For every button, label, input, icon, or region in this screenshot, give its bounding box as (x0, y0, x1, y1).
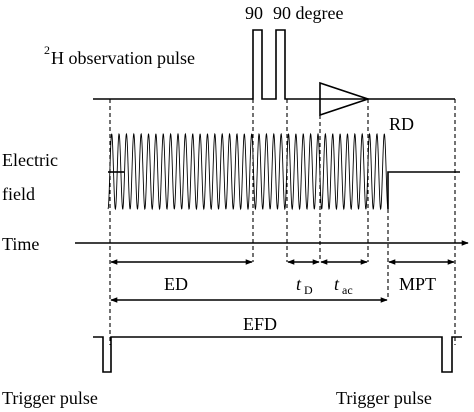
electric-field-label-line2: field (2, 184, 35, 204)
trigger-pulse-label-left: Trigger pulse (2, 388, 98, 408)
acquisition-triangle (319, 81, 371, 117)
mpt-label: MPT (399, 274, 436, 294)
electric-field-off-right (387, 171, 460, 209)
electric-field-oscillation (107, 132, 389, 211)
observation-pulse-label: H observation pulse (51, 48, 195, 68)
pulse-90-label-a: 90 (245, 3, 263, 23)
observation-superscript: 2 (44, 43, 50, 57)
tac-label: t (334, 274, 340, 294)
time-label: Time (2, 234, 39, 254)
rd-label: RD (389, 114, 414, 134)
ed-label: ED (164, 274, 188, 294)
td-label: t (296, 274, 302, 294)
efd-label: EFD (243, 314, 277, 334)
trigger-pulse-line (93, 336, 462, 373)
observation-pulse-line (93, 29, 455, 100)
td-subscript: D (304, 283, 313, 297)
electric-field-label-line1: Electric (2, 150, 58, 170)
tac-subscript: ac (342, 283, 353, 297)
pulse-90-label-b: 90 degree (273, 3, 343, 23)
trigger-pulse-label-right: Trigger pulse (336, 388, 432, 408)
